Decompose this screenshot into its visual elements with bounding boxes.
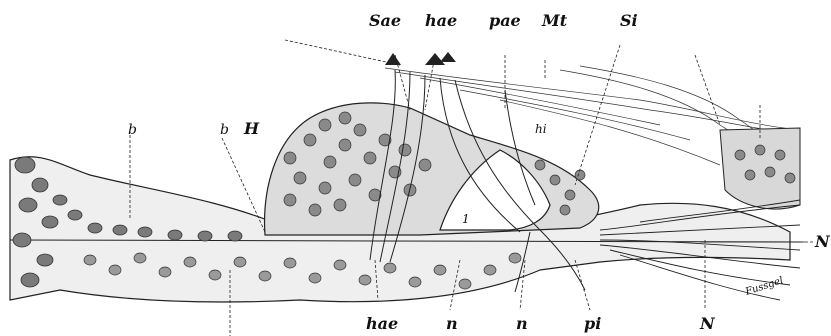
label-hae-bottom: hae <box>366 316 398 332</box>
label-hi: hi <box>535 123 547 135</box>
label-N-right: N <box>815 234 830 250</box>
label-hae-top: hae <box>425 13 457 29</box>
label-1: 1 <box>462 213 470 225</box>
label-H: H <box>244 121 259 137</box>
label-si: Si <box>620 13 638 29</box>
label-sae: Sae <box>369 13 401 29</box>
label-b-left: b <box>128 123 137 137</box>
label-mt: Mt <box>542 13 567 29</box>
label-n-2: n <box>516 316 528 332</box>
label-N-bottom: N <box>700 316 715 332</box>
label-b-mid: b <box>220 123 229 137</box>
label-pi: pi <box>584 316 601 332</box>
label-n-1: n <box>446 316 458 332</box>
label-pae: pae <box>489 13 521 29</box>
